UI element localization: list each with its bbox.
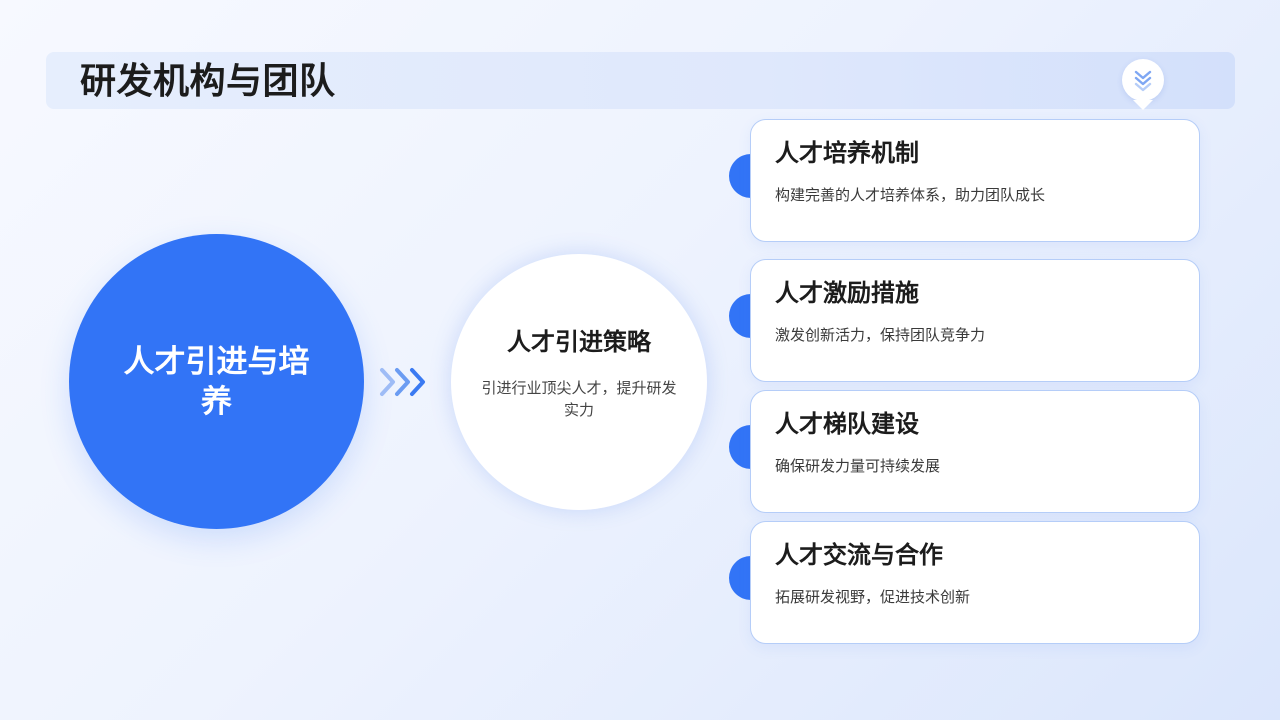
card-title: 人才交流与合作 [775,541,943,569]
card-dot [729,425,773,469]
card-dot [729,556,773,600]
strategy-circle: 人才引进策略 引进行业顶尖人才，提升研发实力 [451,254,707,510]
triple-chevron-right-icon [380,368,425,396]
card-talent-cultivation: 人才培养机制 构建完善的人才培养体系，助力团队成长 [729,119,1200,242]
card-title: 人才培养机制 [775,139,919,167]
page-title: 研发机构与团队 [80,61,336,102]
card-dot [729,294,773,338]
header-bar [46,52,1235,109]
card-description: 激发创新活力，保持团队竞争力 [775,326,986,344]
badge-pointer [1133,100,1153,110]
card-description: 构建完善的人才培养体系，助力团队成长 [775,186,1046,204]
card-title: 人才梯队建设 [775,410,919,438]
card-talent-pipeline: 人才梯队建设 确保研发力量可持续发展 [729,390,1200,513]
main-topic-label: 人才引进与培养 [123,343,310,420]
card-talent-incentives: 人才激励措施 激发创新活力，保持团队竞争力 [729,259,1200,382]
main-topic-circle: 人才引进与培养 [69,234,364,529]
card-description: 拓展研发视野，促进技术创新 [775,588,971,606]
card-talent-exchange: 人才交流与合作 拓展研发视野，促进技术创新 [729,521,1200,644]
header-badge [1122,59,1164,101]
double-chevron-down-icon [1134,70,1152,92]
strategy-description: 引进行业顶尖人才，提升研发实力 [481,379,677,419]
card-description: 确保研发力量可持续发展 [775,457,941,475]
strategy-title: 人才引进策略 [507,328,651,356]
card-title: 人才激励措施 [775,279,919,307]
card-dot [729,154,773,198]
